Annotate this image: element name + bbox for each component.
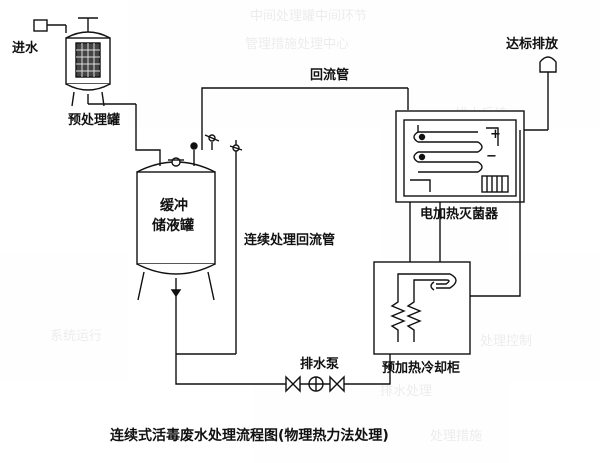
svg-text:管理措施处理中心: 管理措施处理中心	[245, 37, 349, 52]
return-pipe-label: 回流管	[310, 67, 349, 83]
sterilizer-plus-sign: +	[490, 127, 501, 142]
inlet-label: 进水	[12, 40, 39, 56]
svg-text:处理控制: 处理控制	[480, 334, 532, 349]
drain-pipe	[175, 296, 391, 385]
svg-text:中间处理罐中间环节: 中间处理罐中间环节	[250, 9, 367, 24]
discharge-outlet	[523, 56, 557, 131]
drain-pump-label: 排水泵	[300, 356, 339, 372]
sterilizer-label: 电加热灭菌器	[420, 206, 499, 222]
buffer-tank-label-line2: 储液罐	[151, 217, 194, 234]
cooler-sterilizer-pipes	[409, 130, 521, 297]
feed-pipe	[135, 104, 161, 158]
electric-heating-sterilizer	[395, 110, 525, 203]
pretreatment-tank	[65, 17, 136, 107]
return-pipe	[201, 87, 409, 150]
preheat-cooler-label: 预加热冷却柜	[382, 360, 460, 376]
inlet-valve	[33, 19, 67, 33]
svg-text:排水处理: 排水处理	[380, 384, 432, 399]
sterilizer-minus-sign: −	[486, 149, 497, 164]
buffer-tank-label-line1: 缓冲	[160, 197, 188, 214]
discharge-label: 达标排放	[506, 36, 559, 52]
continuous-return-pipe-label: 连续处理回流管	[244, 232, 335, 248]
continuous-return-pipe	[229, 140, 243, 354]
svg-text:系统运行: 系统运行	[50, 329, 102, 344]
pretreatment-tank-label: 预处理罐	[68, 112, 120, 128]
buffer-storage-tank	[136, 142, 216, 301]
svg-text:处理措施: 处理措施	[430, 429, 482, 444]
drain-pump	[285, 375, 354, 393]
preheat-cooling-cabinet	[373, 261, 471, 355]
figure-caption: 连续式活毒废水处理流程图(物理热力法处理)	[110, 427, 389, 444]
